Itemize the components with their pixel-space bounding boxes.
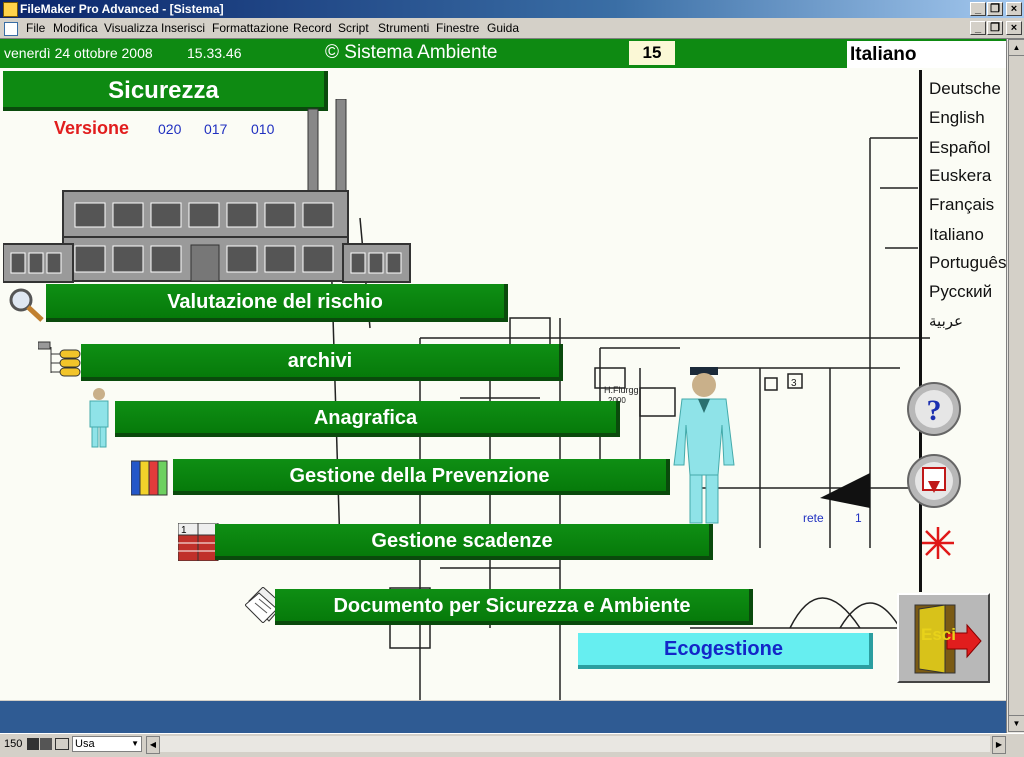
layout-area: H.Flurgg 2000 3 venerdì 24 ottobre 2008 … (0, 39, 1006, 700)
network-label: rete (803, 511, 824, 525)
help-icon[interactable]: ? (906, 381, 962, 437)
asterisk-icon[interactable] (920, 525, 956, 561)
menu-strumenti[interactable]: Strumenti (378, 21, 430, 35)
lang-english[interactable]: English (929, 108, 985, 127)
zoom-out-icon[interactable] (40, 738, 52, 750)
doc-restore-button[interactable]: ❐ (987, 21, 1003, 35)
horizontal-scroll-track[interactable] (160, 736, 990, 752)
version-017[interactable]: 017 (204, 121, 228, 137)
print-down-icon[interactable] (906, 453, 962, 509)
header-bar: venerdì 24 ottobre 2008 15.33.46 © Siste… (0, 39, 1006, 68)
menu-visualizza[interactable]: Visualizza (104, 21, 158, 35)
factory-illustration (3, 99, 411, 283)
mode-value: Usa (75, 738, 95, 750)
valutazione-rischio-button[interactable]: Valutazione del rischio (46, 284, 508, 322)
language-divider (919, 70, 922, 592)
exit-door-icon (914, 604, 982, 674)
version-010[interactable]: 010 (251, 121, 275, 137)
lang-italiano[interactable]: Italiano (929, 225, 984, 244)
plan-year: 2000 (608, 396, 626, 405)
scroll-right-arrow[interactable]: ▶ (992, 736, 1006, 754)
colored-binders-icon (131, 460, 168, 496)
doc-minimize-button[interactable]: _ (970, 21, 986, 35)
zoom-in-icon[interactable] (27, 738, 39, 750)
current-time: 15.33.46 (187, 45, 242, 61)
menu-file[interactable]: File (26, 21, 46, 35)
brand-label: © Sistema Ambiente (325, 42, 498, 63)
archive-tree-icon (38, 341, 81, 377)
ecogestione-button[interactable]: Ecogestione (578, 633, 873, 669)
scroll-up-arrow[interactable]: ▲ (1008, 39, 1024, 56)
svg-text:?: ? (927, 394, 942, 427)
layout-footer (0, 701, 1006, 733)
calendar-icon: 1 (178, 523, 219, 561)
lang-portugues[interactable]: Português (929, 253, 1006, 272)
vertical-scrollbar[interactable]: ▲ ▼ (1006, 39, 1024, 733)
svg-text:1: 1 (181, 525, 187, 536)
zoom-level[interactable]: 150 (4, 738, 23, 750)
lang-euskera[interactable]: Euskera (929, 166, 992, 185)
window-title: FileMaker Pro Advanced - [Sistema] (20, 2, 224, 16)
menu-inserisci[interactable]: Inserisci (161, 21, 206, 35)
lang-francais[interactable]: Français (929, 195, 995, 214)
menu-formattazione[interactable]: Formattazione (212, 21, 289, 35)
restore-button[interactable]: ❐ (987, 2, 1003, 16)
version-label: Versione (54, 118, 130, 138)
menu-record[interactable]: Record (293, 21, 332, 35)
menu-finestre[interactable]: Finestre (436, 21, 480, 35)
status-bar: 150 Usa ▼ ◀ ▶ (0, 733, 1024, 757)
anagrafica-button[interactable]: Anagrafica (115, 401, 620, 437)
gestione-prevenzione-button[interactable]: Gestione della Prevenzione (173, 459, 670, 495)
menu-bar: File Modifica Visualizza Inserisci Forma… (0, 18, 1024, 39)
worker-figure (673, 367, 735, 524)
language-field[interactable]: Italiano (847, 41, 1006, 68)
lang-russian[interactable]: Русский (929, 282, 993, 301)
menu-modifica[interactable]: Modifica (53, 21, 98, 35)
plan-label: H.Flurgg (604, 385, 639, 395)
lang-arabic[interactable]: عربية (929, 313, 963, 330)
scroll-down-arrow[interactable]: ▼ (1008, 715, 1024, 732)
chevron-down-icon: ▼ (131, 739, 139, 748)
documento-sicurezza-ambiente-button[interactable]: Documento per Sicurezza e Ambiente (275, 589, 753, 625)
doc-icon (4, 22, 18, 36)
archivi-button[interactable]: archivi (81, 344, 563, 381)
scroll-left-arrow[interactable]: ◀ (146, 736, 160, 754)
mode-select[interactable]: Usa ▼ (72, 736, 142, 752)
close-button[interactable]: × (1006, 2, 1022, 16)
doc-close-button[interactable]: × (1006, 21, 1022, 35)
module-title: Sicurezza (3, 71, 328, 111)
record-counter: 15 (629, 41, 675, 65)
menu-script[interactable]: Script (338, 21, 369, 35)
current-date: venerdì 24 ottobre 2008 (4, 45, 153, 61)
network-value: 1 (855, 511, 862, 525)
gestione-scadenze-button[interactable]: Gestione scadenze (215, 524, 713, 560)
worker-small-icon (89, 388, 109, 448)
menu-guida[interactable]: Guida (487, 21, 520, 35)
window-title-bar: FileMaker Pro Advanced - [Sistema] _ ❐ × (0, 0, 1024, 18)
esci-label: Esci (921, 625, 956, 644)
scroll-thumb[interactable] (1008, 55, 1024, 717)
esci-button[interactable]: Esci (897, 593, 990, 683)
lang-espanol[interactable]: Español (929, 138, 991, 157)
status-toggle-icon[interactable] (55, 738, 69, 750)
magnifier-icon (9, 288, 44, 322)
lang-deutsche[interactable]: Deutsche (929, 79, 1001, 98)
version-020[interactable]: 020 (158, 121, 182, 137)
minimize-button[interactable]: _ (970, 2, 986, 16)
plan-room-number: 3 (791, 378, 797, 389)
app-icon (3, 2, 18, 17)
